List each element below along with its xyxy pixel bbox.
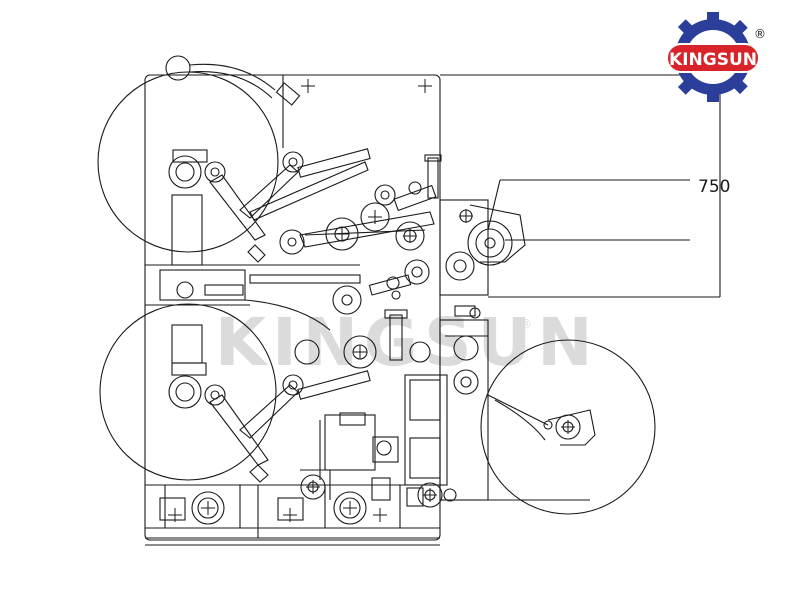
machine-frame [97, 55, 721, 546]
main-frame-outline [144, 74, 441, 541]
brand-name: KINGSUN [669, 50, 757, 70]
top-reel [97, 71, 279, 253]
watermark: KINGSUN ® [215, 304, 598, 381]
watermark-mark: ® [520, 317, 532, 331]
dimension-label: 750 [698, 177, 730, 197]
brand-badge [666, 43, 760, 73]
registered-mark: ® [754, 27, 766, 41]
watermark-text: KINGSUN [215, 304, 598, 381]
brand-logo: KINGSUN ® [666, 12, 766, 102]
right-panel-outline [439, 199, 489, 296]
bottom-reel [99, 303, 277, 481]
main-drive-roller [467, 220, 513, 266]
rewind-reel [480, 339, 656, 515]
